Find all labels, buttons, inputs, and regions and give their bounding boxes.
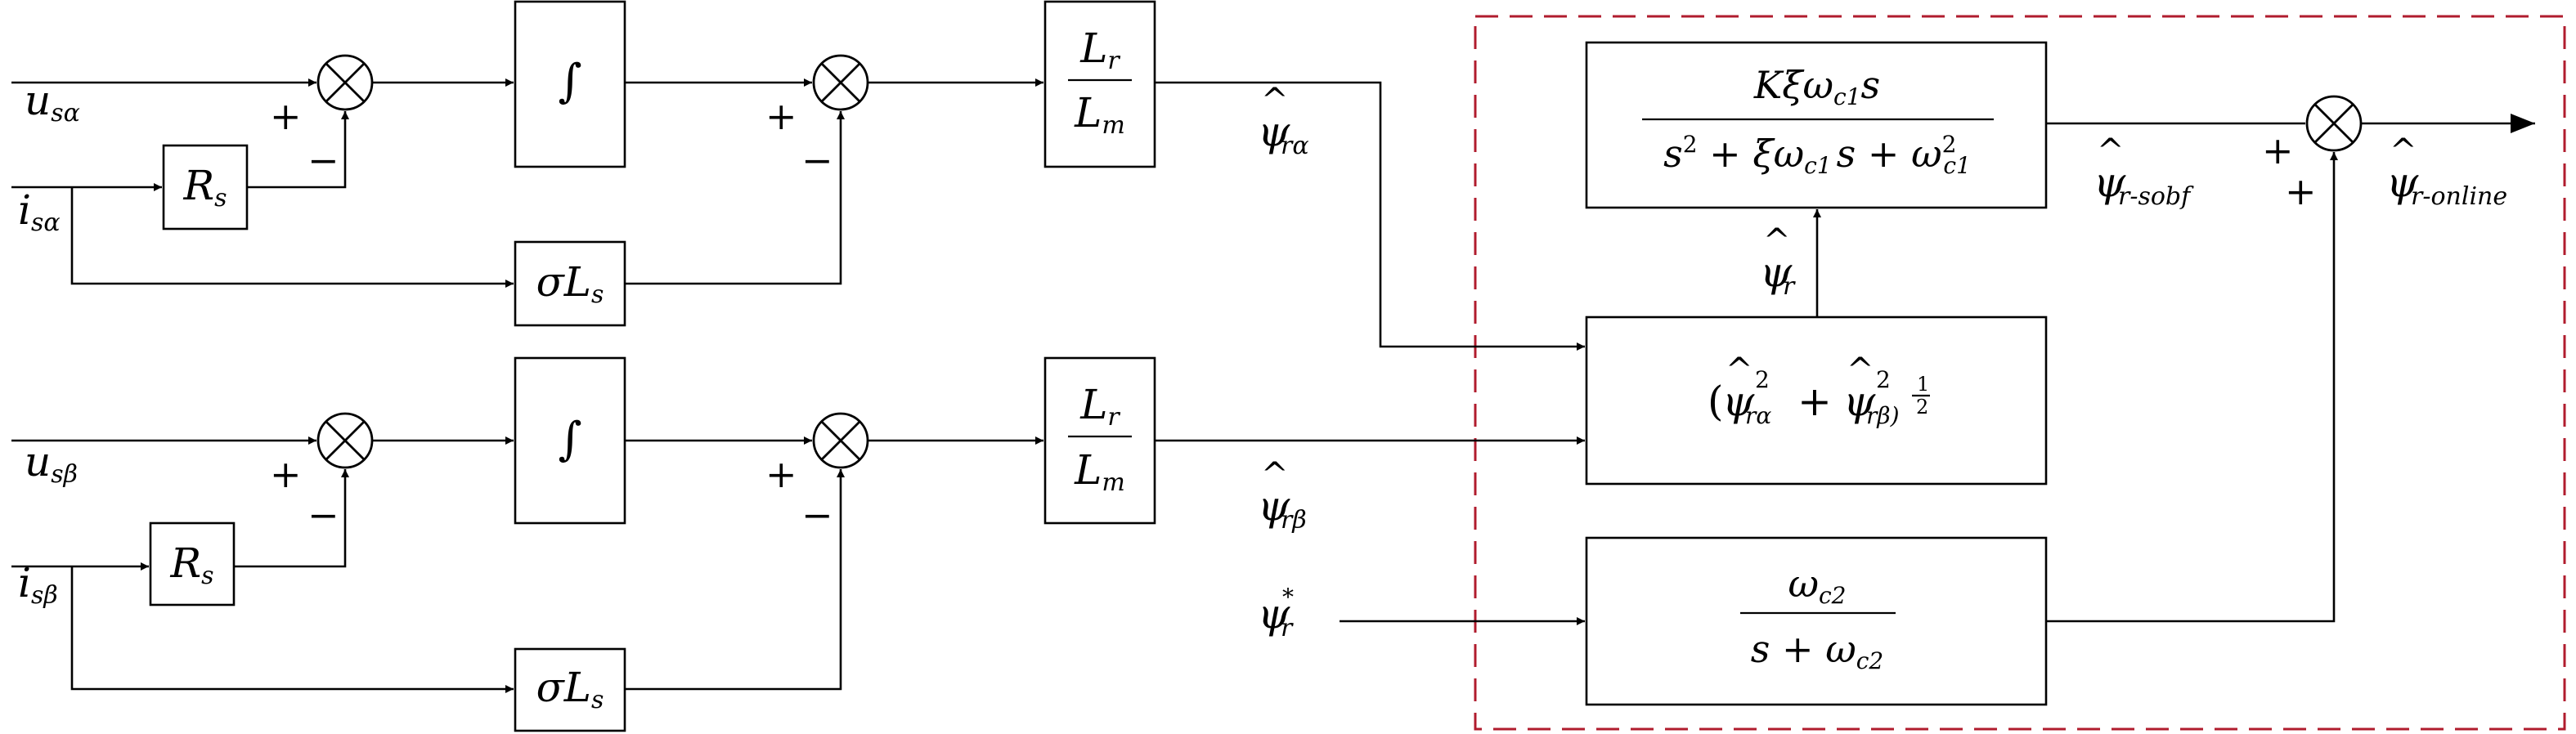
svg-text:ψ: ψ bbox=[1258, 482, 1290, 530]
rs-label-alpha: Rs bbox=[182, 162, 227, 213]
svg-text:*: * bbox=[1282, 584, 1294, 611]
sum-junction-output bbox=[2305, 95, 2363, 152]
sigma-ls-label-alpha: σLs bbox=[536, 258, 604, 309]
magnitude-expression: ( ψ ^ rα 2 + ψ ^ rβ) 2 1 2 bbox=[1708, 351, 1930, 429]
label-psi-r-online: ψ ^ r-online bbox=[2386, 132, 2507, 211]
lm-denominator-beta: Lm bbox=[1074, 446, 1125, 497]
lpf-block bbox=[1585, 536, 2048, 706]
sign-plus-output-top: + bbox=[2262, 128, 2294, 172]
label-u-beta: usβ bbox=[25, 438, 78, 489]
lr-numerator-beta: Lr bbox=[1079, 381, 1120, 432]
sign-plus-sum4: + bbox=[765, 452, 797, 496]
wire-i-alpha-to-sigma bbox=[70, 187, 514, 288]
svg-text:ψ: ψ bbox=[2094, 159, 2126, 206]
svg-text:ψ: ψ bbox=[1843, 378, 1876, 425]
sign-minus-sum1: − bbox=[307, 138, 339, 182]
sobf-numerator: Kξωc1s bbox=[1753, 63, 1880, 110]
svg-text:2: 2 bbox=[1876, 366, 1891, 393]
svg-text:r-online: r-online bbox=[2411, 182, 2507, 211]
sign-minus-sum4: − bbox=[801, 493, 833, 537]
sign-plus-sum2: + bbox=[765, 94, 797, 138]
wire-rs-to-sum1 bbox=[247, 111, 349, 189]
sobf-block bbox=[1585, 41, 2048, 209]
online-estimator-boundary bbox=[1474, 15, 2566, 731]
svg-text:r: r bbox=[1281, 614, 1294, 642]
label-psi-r-beta: ψ ^ rβ bbox=[1258, 456, 1307, 535]
wire-sigma-to-sum2 bbox=[625, 111, 845, 285]
svg-text:^: ^ bbox=[1261, 456, 1289, 494]
svg-text:1: 1 bbox=[1917, 373, 1929, 396]
svg-text:+: + bbox=[1797, 378, 1832, 425]
label-i-alpha: isα bbox=[18, 186, 61, 237]
rs-label-beta: Rs bbox=[169, 539, 213, 590]
wire-rs-to-sum3 bbox=[234, 469, 349, 568]
sum-junction-2 bbox=[812, 54, 869, 111]
integrator-symbol-alpha: ∫ bbox=[558, 55, 581, 108]
sign-minus-sum3: − bbox=[307, 493, 339, 537]
lm-denominator-alpha: Lm bbox=[1074, 89, 1125, 140]
svg-text:r: r bbox=[1783, 272, 1796, 301]
sigma-ls-block-beta bbox=[514, 647, 626, 732]
integrator-symbol-beta: ∫ bbox=[558, 413, 581, 466]
label-psi-r-alpha: ψ ^ rα bbox=[1258, 82, 1309, 160]
svg-text:ψ: ψ bbox=[2386, 159, 2419, 206]
svg-text:^: ^ bbox=[1763, 222, 1791, 260]
svg-text:rβ): rβ) bbox=[1866, 402, 1900, 429]
svg-text:ψ: ψ bbox=[1722, 378, 1755, 425]
sign-plus-sum1: + bbox=[270, 94, 302, 138]
svg-text:2: 2 bbox=[1916, 396, 1928, 418]
svg-text:rα: rα bbox=[1745, 402, 1771, 429]
lr-lm-block-alpha bbox=[1043, 0, 1156, 168]
svg-text:ψ: ψ bbox=[1258, 590, 1290, 638]
svg-text:^: ^ bbox=[2390, 132, 2417, 170]
svg-text:rα: rα bbox=[1281, 132, 1309, 160]
sum-junction-3 bbox=[316, 412, 374, 469]
sum-junction-4 bbox=[812, 412, 869, 469]
svg-text:ψ: ψ bbox=[1258, 108, 1290, 155]
wire-i-beta-to-sigma bbox=[70, 566, 514, 693]
lr-numerator-alpha: Lr bbox=[1079, 25, 1120, 75]
svg-text:^: ^ bbox=[1261, 82, 1289, 119]
sign-plus-sum3: + bbox=[270, 452, 302, 496]
wire-sigma-to-sum4 bbox=[625, 469, 845, 691]
svg-text:^: ^ bbox=[1847, 351, 1874, 389]
svg-text:r-sobf: r-sobf bbox=[2118, 182, 2194, 211]
integrator-block-alpha bbox=[514, 0, 626, 168]
label-psi-r-sobf: ψ ^ r-sobf bbox=[2094, 132, 2194, 211]
lpf-numerator: ωc2 bbox=[1788, 562, 1846, 609]
sign-minus-sum2: − bbox=[801, 138, 833, 182]
magnitude-block bbox=[1585, 316, 2048, 486]
wire-psi-ra-to-magnitude bbox=[1155, 81, 1585, 351]
wire-lpf-to-output-sum bbox=[2046, 152, 2338, 623]
svg-text:rβ: rβ bbox=[1281, 506, 1307, 535]
label-psi-ref: ψ * r bbox=[1258, 584, 1294, 642]
svg-text:^: ^ bbox=[2097, 132, 2125, 170]
svg-text:(: ( bbox=[1708, 378, 1724, 425]
sigma-ls-label-beta: σLs bbox=[536, 664, 604, 714]
sign-plus-output-bottom: + bbox=[2285, 169, 2317, 213]
rs-block-beta bbox=[149, 521, 236, 606]
svg-text:2: 2 bbox=[1755, 366, 1770, 393]
label-u-alpha: usα bbox=[25, 77, 80, 128]
svg-text:ψ: ψ bbox=[1760, 248, 1793, 296]
label-psi-r: ψ ^ r bbox=[1760, 222, 1796, 301]
sum-junction-1 bbox=[316, 54, 374, 111]
label-i-beta: isβ bbox=[18, 559, 58, 610]
lpf-denominator: s + ωc2 bbox=[1751, 627, 1883, 674]
svg-text:^: ^ bbox=[1726, 351, 1753, 389]
